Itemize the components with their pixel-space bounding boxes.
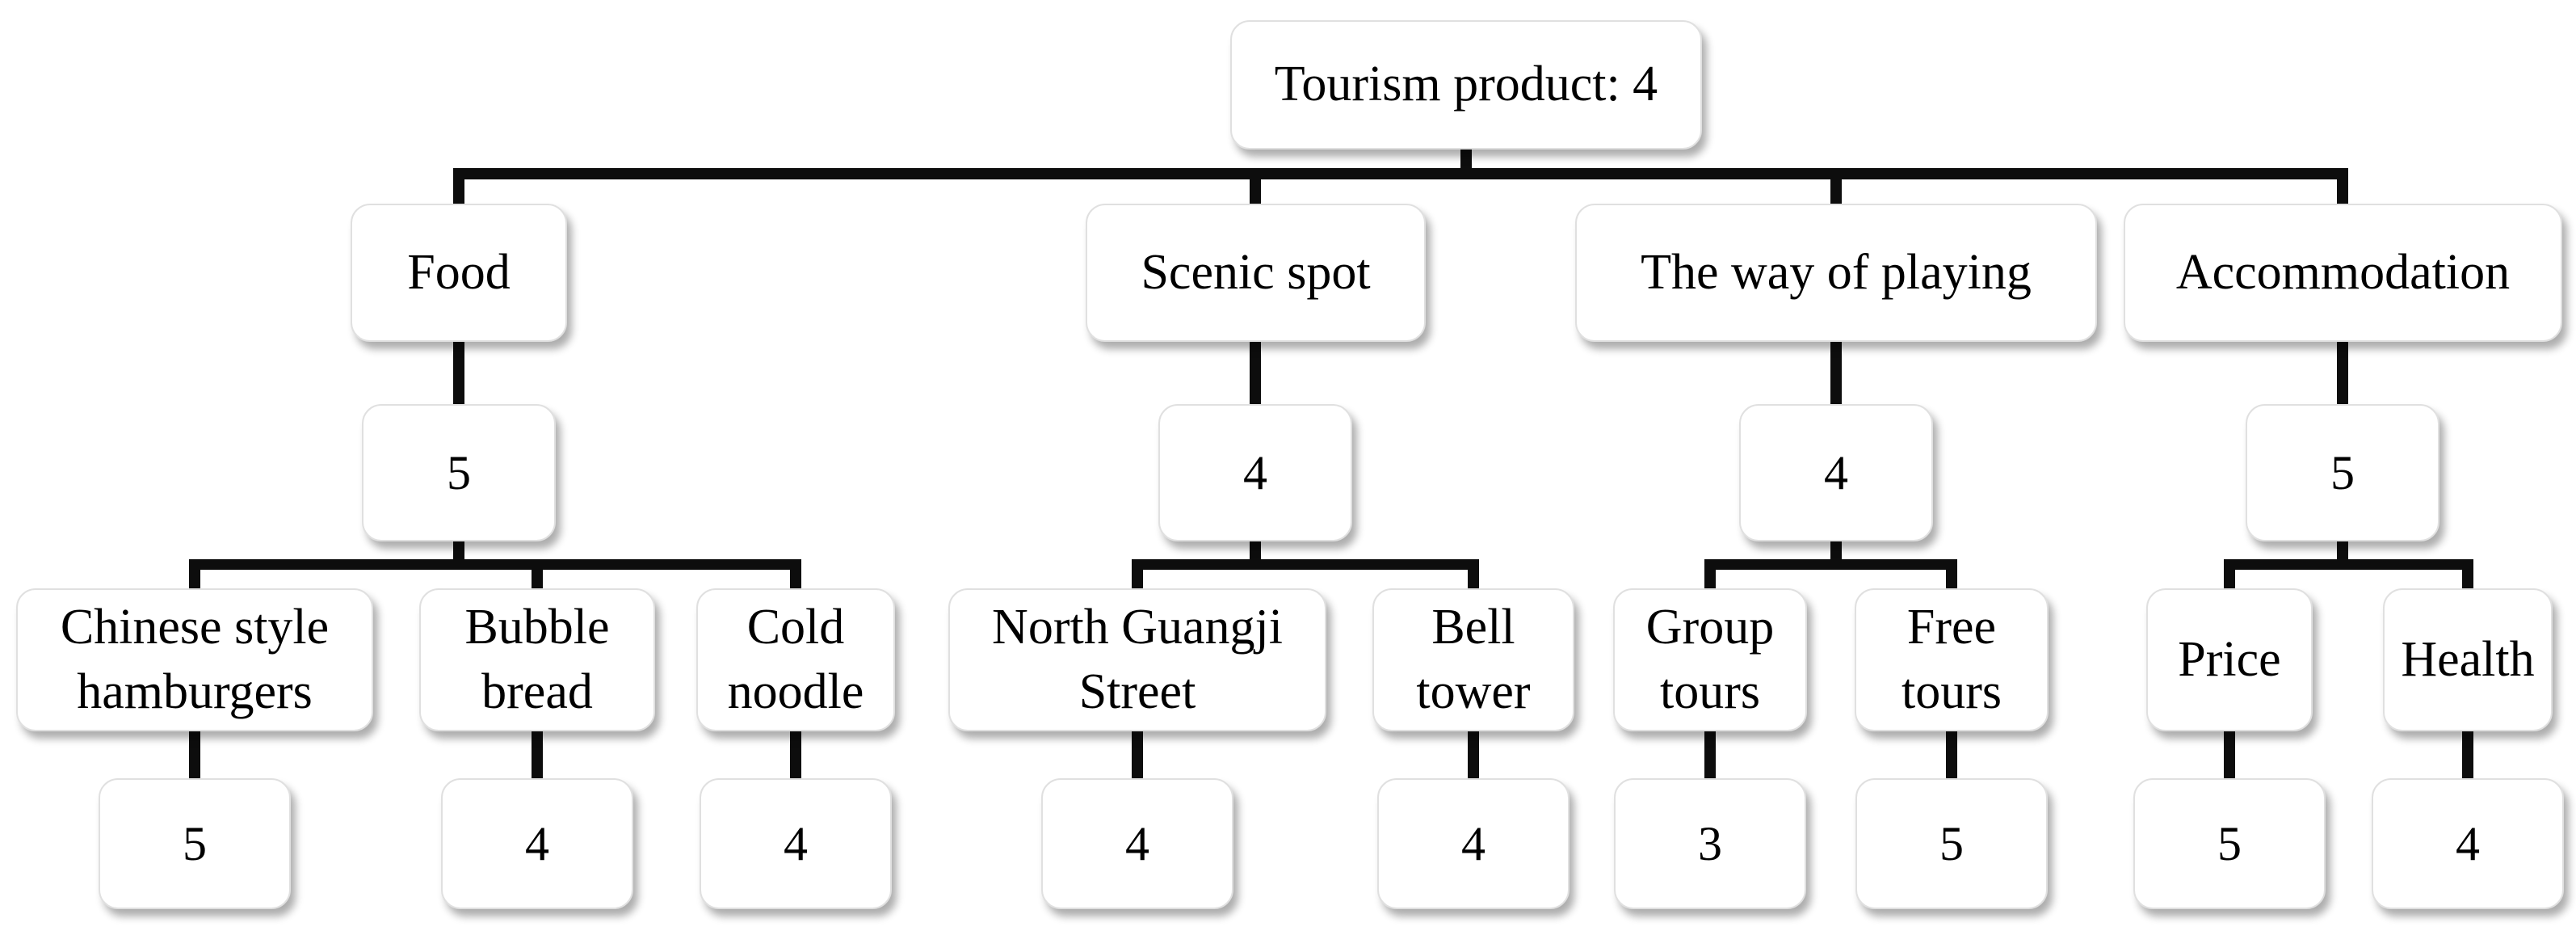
connector-north-guangji-score-stub <box>1132 731 1143 778</box>
connector-drop-way-of-playing <box>1830 168 1842 204</box>
score-chinese-style-hamburgers: 5 <box>99 778 291 909</box>
score-north-guangji-street: 4 <box>1041 778 1233 909</box>
node-group-tours: Group tours <box>1613 588 1807 731</box>
score-health: 4 <box>2372 778 2564 909</box>
node-cold-noodle: Cold noodle <box>696 588 895 731</box>
score-food: 5 <box>362 404 556 541</box>
score-price: 5 <box>2133 778 2326 909</box>
connector-drop-scenic-spot <box>1250 168 1261 204</box>
connector-bubble-bread-score-stub <box>532 731 543 778</box>
connector-drop-bell-tower <box>1468 559 1479 588</box>
connector-drop-cold-noodle <box>790 559 801 588</box>
connector-drop-north-guangji <box>1132 559 1143 588</box>
node-price: Price <box>2146 588 2313 731</box>
connector-free-tours-score-stub <box>1946 731 1957 778</box>
score-accommodation: 5 <box>2246 404 2439 541</box>
connector-drop-bubble-bread <box>532 559 543 588</box>
connector-drop-health <box>2462 559 2473 588</box>
connector-level1-horizontal <box>453 168 2348 179</box>
connector-way-children-horizontal <box>1704 559 1957 570</box>
node-north-guangji-street: North Guangji Street <box>948 588 1326 731</box>
score-free-tours: 5 <box>1855 778 2048 909</box>
connector-price-score-stub <box>2224 731 2235 778</box>
connector-health-score-stub <box>2462 731 2473 778</box>
node-free-tours: Free tours <box>1855 588 2049 731</box>
connector-food-children-horizontal <box>189 559 801 570</box>
score-bell-tower: 4 <box>1377 778 1570 909</box>
node-bubble-bread: Bubble bread <box>419 588 655 731</box>
node-tourism-product: Tourism product: 4 <box>1230 20 1702 150</box>
score-way-of-playing: 4 <box>1739 404 1933 541</box>
connector-scenic-to-score <box>1250 342 1261 405</box>
connector-bell-tower-score-stub <box>1468 731 1479 778</box>
node-way-of-playing: The way of playing <box>1575 204 2097 342</box>
score-bubble-bread: 4 <box>441 778 633 909</box>
node-accommodation: Accommodation <box>2124 204 2562 342</box>
node-scenic-spot: Scenic spot <box>1086 204 1426 342</box>
connector-accommodation-children-horizontal <box>2224 559 2473 570</box>
connector-food-to-score <box>453 342 464 405</box>
connector-way-to-score <box>1830 342 1842 405</box>
connector-scenic-children-horizontal <box>1132 559 1479 570</box>
node-bell-tower: Bell tower <box>1372 588 1574 731</box>
node-food: Food <box>351 204 567 342</box>
connector-drop-group-tours <box>1704 559 1716 588</box>
connector-drop-food <box>453 168 464 204</box>
connector-drop-price <box>2224 559 2235 588</box>
connector-cold-noodle-score-stub <box>790 731 801 778</box>
connector-drop-free-tours <box>1946 559 1957 588</box>
connector-accommodation-to-score <box>2337 342 2348 405</box>
connector-chinese-hamburgers-score-stub <box>189 731 200 778</box>
score-group-tours: 3 <box>1614 778 1806 909</box>
connector-group-tours-score-stub <box>1704 731 1716 778</box>
connector-drop-accommodation <box>2337 168 2348 204</box>
score-scenic-spot: 4 <box>1158 404 1352 541</box>
score-cold-noodle: 4 <box>700 778 892 909</box>
connector-drop-chinese-hamburgers <box>189 559 200 588</box>
node-health: Health <box>2383 588 2553 731</box>
node-chinese-style-hamburgers: Chinese style hamburgers <box>16 588 373 731</box>
